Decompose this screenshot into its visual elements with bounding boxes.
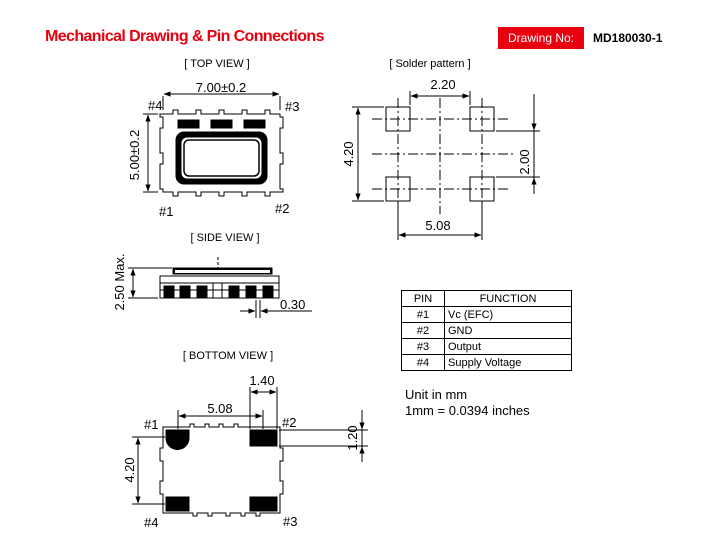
bottom-dim-pad-width: 1.40: [249, 373, 274, 388]
bottom-pad-3: [249, 496, 278, 512]
bottom-dim-pitch: 5.08: [207, 401, 232, 416]
bottom-view: [132, 387, 368, 517]
side-view-label: [ SIDE VIEW ]: [190, 232, 259, 244]
bottom-pin-3: #3: [283, 514, 297, 529]
top-pad-4: [177, 119, 200, 129]
side-view: [128, 257, 312, 318]
table-cell-function: Supply Voltage: [444, 354, 572, 371]
top-pad-3: [243, 119, 266, 129]
table-header-pin: PIN: [401, 290, 445, 307]
top-pin-4: #4: [148, 98, 162, 113]
top-view-label: [ TOP VIEW ]: [184, 58, 249, 70]
units-line-1: Unit in mm: [405, 387, 468, 402]
table-row: #3 Output: [401, 338, 572, 355]
units-line-2: 1mm = 0.0394 inches: [405, 403, 530, 418]
side-height-dim: 2.50 Max.: [112, 253, 127, 310]
bottom-pin-2: #2: [282, 415, 296, 430]
drawing-number: MD180030-1: [593, 31, 663, 45]
page-title: Mechanical Drawing & Pin Connections: [45, 28, 325, 45]
table-header-function: FUNCTION: [444, 290, 572, 307]
solder-dim-left: 4.20: [341, 141, 356, 166]
solder-pattern-label: [ Solder pattern ]: [389, 58, 470, 70]
top-height-dim: 5.00±0.2: [127, 130, 142, 181]
table-header-row: PIN FUNCTION: [401, 290, 572, 307]
units-note: Unit in mm 1mm = 0.0394 inches: [405, 387, 530, 419]
drawing-number-label: Drawing No:: [498, 27, 584, 49]
table-cell-pin: #1: [401, 306, 445, 323]
solder-pattern: [352, 91, 540, 240]
pin-function-table: PIN FUNCTION #1 Vc (EFC) #2 GND #3 Outpu…: [401, 290, 572, 371]
top-view: [143, 91, 284, 197]
table-cell-function: Output: [444, 338, 572, 355]
top-pin-2: #2: [275, 201, 289, 216]
solder-dim-top: 2.20: [430, 77, 455, 92]
table-cell-function: Vc (EFC): [444, 306, 572, 323]
top-pin-3: #3: [285, 99, 299, 114]
solder-dim-bottom: 5.08: [425, 218, 450, 233]
bottom-dim-pad-height: 1.20: [345, 425, 360, 450]
table-row: #1 Vc (EFC): [401, 306, 572, 323]
bottom-pad-4: [165, 496, 190, 512]
top-pin-1: #1: [159, 204, 173, 219]
side-pad-dim: 0.30: [280, 297, 305, 312]
table-cell-pin: #4: [401, 354, 445, 371]
table-cell-function: GND: [444, 322, 572, 339]
table-cell-pin: #3: [401, 338, 445, 355]
table-row: #4 Supply Voltage: [401, 354, 572, 371]
bottom-view-label: [ BOTTOM VIEW ]: [183, 350, 273, 362]
table-row: #2 GND: [401, 322, 572, 339]
bottom-pin-4: #4: [144, 515, 158, 530]
bottom-pad-2: [249, 429, 278, 447]
bottom-pin-1: #1: [144, 417, 158, 432]
bottom-dim-height: 4.20: [122, 457, 137, 482]
top-width-dim: 7.00±0.2: [196, 80, 247, 95]
table-cell-pin: #2: [401, 322, 445, 339]
top-pad-mid: [210, 119, 233, 129]
solder-dim-right: 2.00: [517, 149, 532, 174]
bottom-pad-1: [165, 429, 190, 450]
